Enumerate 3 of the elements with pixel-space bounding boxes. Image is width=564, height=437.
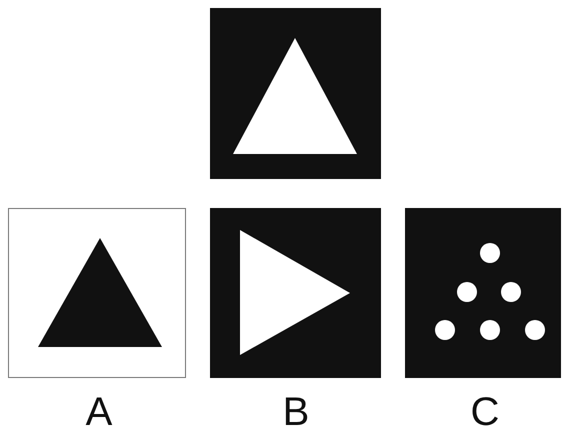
option-letter: A: [84, 392, 114, 432]
option-letter: B: [282, 392, 310, 432]
option-letter: C: [470, 392, 500, 432]
